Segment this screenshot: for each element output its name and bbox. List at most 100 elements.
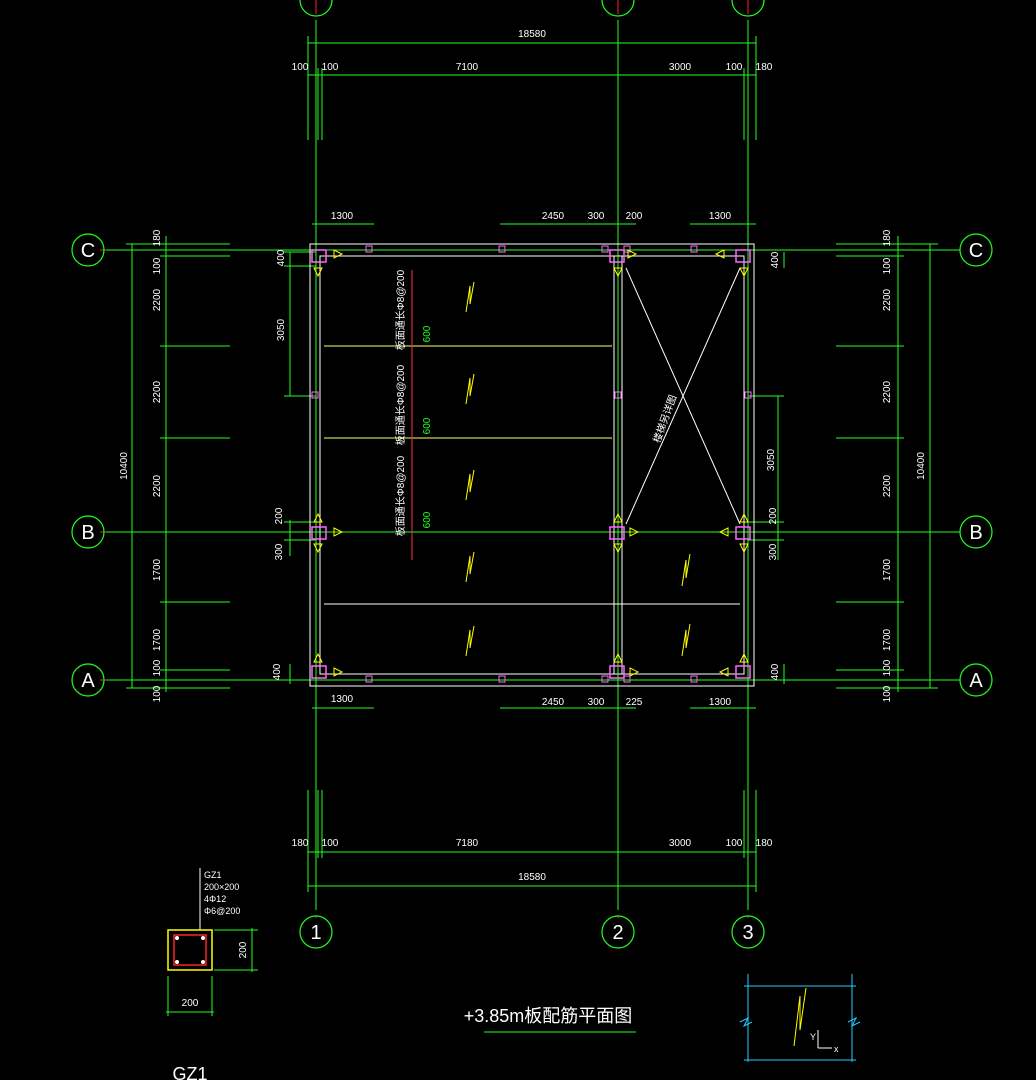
column-detail-stirrups: Φ6@200 xyxy=(204,906,240,916)
lower-detail-dim-4: 225 xyxy=(626,697,643,708)
grid-label-3: 3 xyxy=(742,922,753,944)
grid-lines-green xyxy=(106,20,960,910)
grid-bubble-labels: 1 2 3 C B A C B A xyxy=(81,240,984,944)
column-detail-name: GZ1 xyxy=(204,870,222,880)
axis-symbol-box xyxy=(739,974,861,1062)
upper-detail-dim-2: 2450 xyxy=(542,211,565,222)
axis-glyph-x: x xyxy=(834,1044,839,1054)
right-dim-3: 2200 xyxy=(882,288,893,311)
right-dim-2: 100 xyxy=(882,257,893,274)
grid-label-c-right: C xyxy=(969,240,983,262)
right-dim-8: 100 xyxy=(882,659,893,676)
top-dimensions xyxy=(307,36,757,140)
left-dim-7: 1700 xyxy=(152,628,163,651)
left-dim-9: 100 xyxy=(152,685,163,702)
wall-outline xyxy=(309,243,755,687)
top-overall-dim: 18580 xyxy=(518,29,546,40)
bottom-dim-seg-3: 7180 xyxy=(456,838,479,849)
column-detail-width-dim: 200 xyxy=(182,998,199,1009)
left-dim-6: 1700 xyxy=(152,558,163,581)
slab-division-lines xyxy=(324,345,612,439)
inner-left-dim-3: 200 xyxy=(274,507,285,524)
grid-label-2: 2 xyxy=(612,922,623,944)
left-dim-1: 180 xyxy=(152,229,163,246)
inner-right-dim-4: 300 xyxy=(768,543,779,560)
break-symbol-icon xyxy=(793,987,807,1047)
detail-dim-lines xyxy=(312,223,756,709)
axis-glyph-icon xyxy=(817,1030,832,1049)
top-dim-seg-5: 100 xyxy=(726,62,743,73)
bottom-overall-dim: 18580 xyxy=(518,872,546,883)
top-dim-seg-6: 180 xyxy=(756,62,773,73)
grid-label-a-left: A xyxy=(81,670,95,692)
rebar-label-3: 板面通长Φ8@200 xyxy=(394,455,407,536)
left-dim-8: 100 xyxy=(152,659,163,676)
top-dim-seg-2: 100 xyxy=(322,62,339,73)
right-dim-1: 180 xyxy=(882,229,893,246)
right-overall-dim: 10400 xyxy=(916,452,927,480)
inner-right-dim-1: 400 xyxy=(770,251,781,268)
grid-bubbles xyxy=(71,0,993,949)
column-detail-main-bars: 4Φ12 xyxy=(204,894,226,904)
left-dim-3: 2200 xyxy=(152,288,163,311)
grid-axes xyxy=(100,0,960,920)
grid-label-c-left: C xyxy=(81,240,95,262)
column-detail-size: 200×200 xyxy=(204,882,239,892)
inner-left-dim-4: 300 xyxy=(274,543,285,560)
right-dim-4: 2200 xyxy=(882,380,893,403)
lower-detail-dim-5: 1300 xyxy=(709,697,732,708)
inner-right-dim-5: 400 xyxy=(770,663,781,680)
lower-detail-dim-3: 300 xyxy=(588,697,605,708)
rebar-label-1: 板面通长Φ8@200 xyxy=(394,269,407,350)
columns xyxy=(311,249,751,679)
grid-label-a-right: A xyxy=(969,670,983,692)
right-dim-5: 2200 xyxy=(882,474,893,497)
top-dim-seg-1: 100 xyxy=(292,62,309,73)
grid-label-b-right: B xyxy=(969,522,982,544)
rebar-offset-1: 600 xyxy=(422,325,433,342)
slab-break-symbols xyxy=(465,281,691,657)
upper-detail-dim-4: 200 xyxy=(626,211,643,222)
inner-left-dim-1: 400 xyxy=(276,249,287,266)
grid-label-1: 1 xyxy=(310,922,321,944)
stair-label: 楼梯另详图 xyxy=(650,393,679,444)
upper-detail-dim-5: 1300 xyxy=(709,211,732,222)
upper-detail-dim-1: 1300 xyxy=(331,211,354,222)
lower-detail-dim-2: 2450 xyxy=(542,697,565,708)
top-dim-seg-4: 3000 xyxy=(669,62,692,73)
inner-left-dim-5: 400 xyxy=(272,663,283,680)
inner-right-dim-2: 3050 xyxy=(766,448,777,471)
bottom-dim-seg-5: 100 xyxy=(726,838,743,849)
bottom-dim-seg-1: 180 xyxy=(292,838,309,849)
column-detail: GZ1 200×200 4Φ12 Φ6@200 200 200 GZ1 xyxy=(166,868,258,1080)
inner-right-dim-3: 200 xyxy=(768,507,779,524)
rebar-offset-3: 600 xyxy=(422,511,433,528)
axis-glyph-y: Y xyxy=(810,1032,816,1042)
column-markers-small xyxy=(311,245,752,683)
right-dim-7: 1700 xyxy=(882,628,893,651)
left-dimensions xyxy=(126,236,230,692)
upper-detail-dim-3: 300 xyxy=(588,211,605,222)
beam-lines xyxy=(315,256,749,674)
column-detail-height-dim: 200 xyxy=(238,941,249,958)
triangle-markers xyxy=(313,249,749,677)
bottom-dim-seg-2: 100 xyxy=(322,838,339,849)
right-dim-9: 100 xyxy=(882,685,893,702)
bottom-dim-seg-4: 3000 xyxy=(669,838,692,849)
inner-dim-lines xyxy=(284,251,785,684)
left-dim-4: 2200 xyxy=(152,380,163,403)
grid-label-b-left: B xyxy=(81,522,94,544)
rebar-offset-2: 600 xyxy=(422,417,433,434)
stair-cross xyxy=(625,267,741,525)
rebar-label-2: 板面通长Φ8@200 xyxy=(394,364,407,445)
column-detail-label: GZ1 xyxy=(172,1064,207,1080)
bottom-dimensions xyxy=(307,790,757,892)
top-dim-seg-3: 7100 xyxy=(456,62,479,73)
left-dim-2: 100 xyxy=(152,257,163,274)
left-dim-5: 2200 xyxy=(152,474,163,497)
drawing-title: +3.85m板配筋平面图 xyxy=(464,1006,633,1026)
right-dimensions xyxy=(836,236,938,692)
lower-detail-dim-1: 1300 xyxy=(331,694,354,705)
bottom-dim-seg-6: 180 xyxy=(756,838,773,849)
